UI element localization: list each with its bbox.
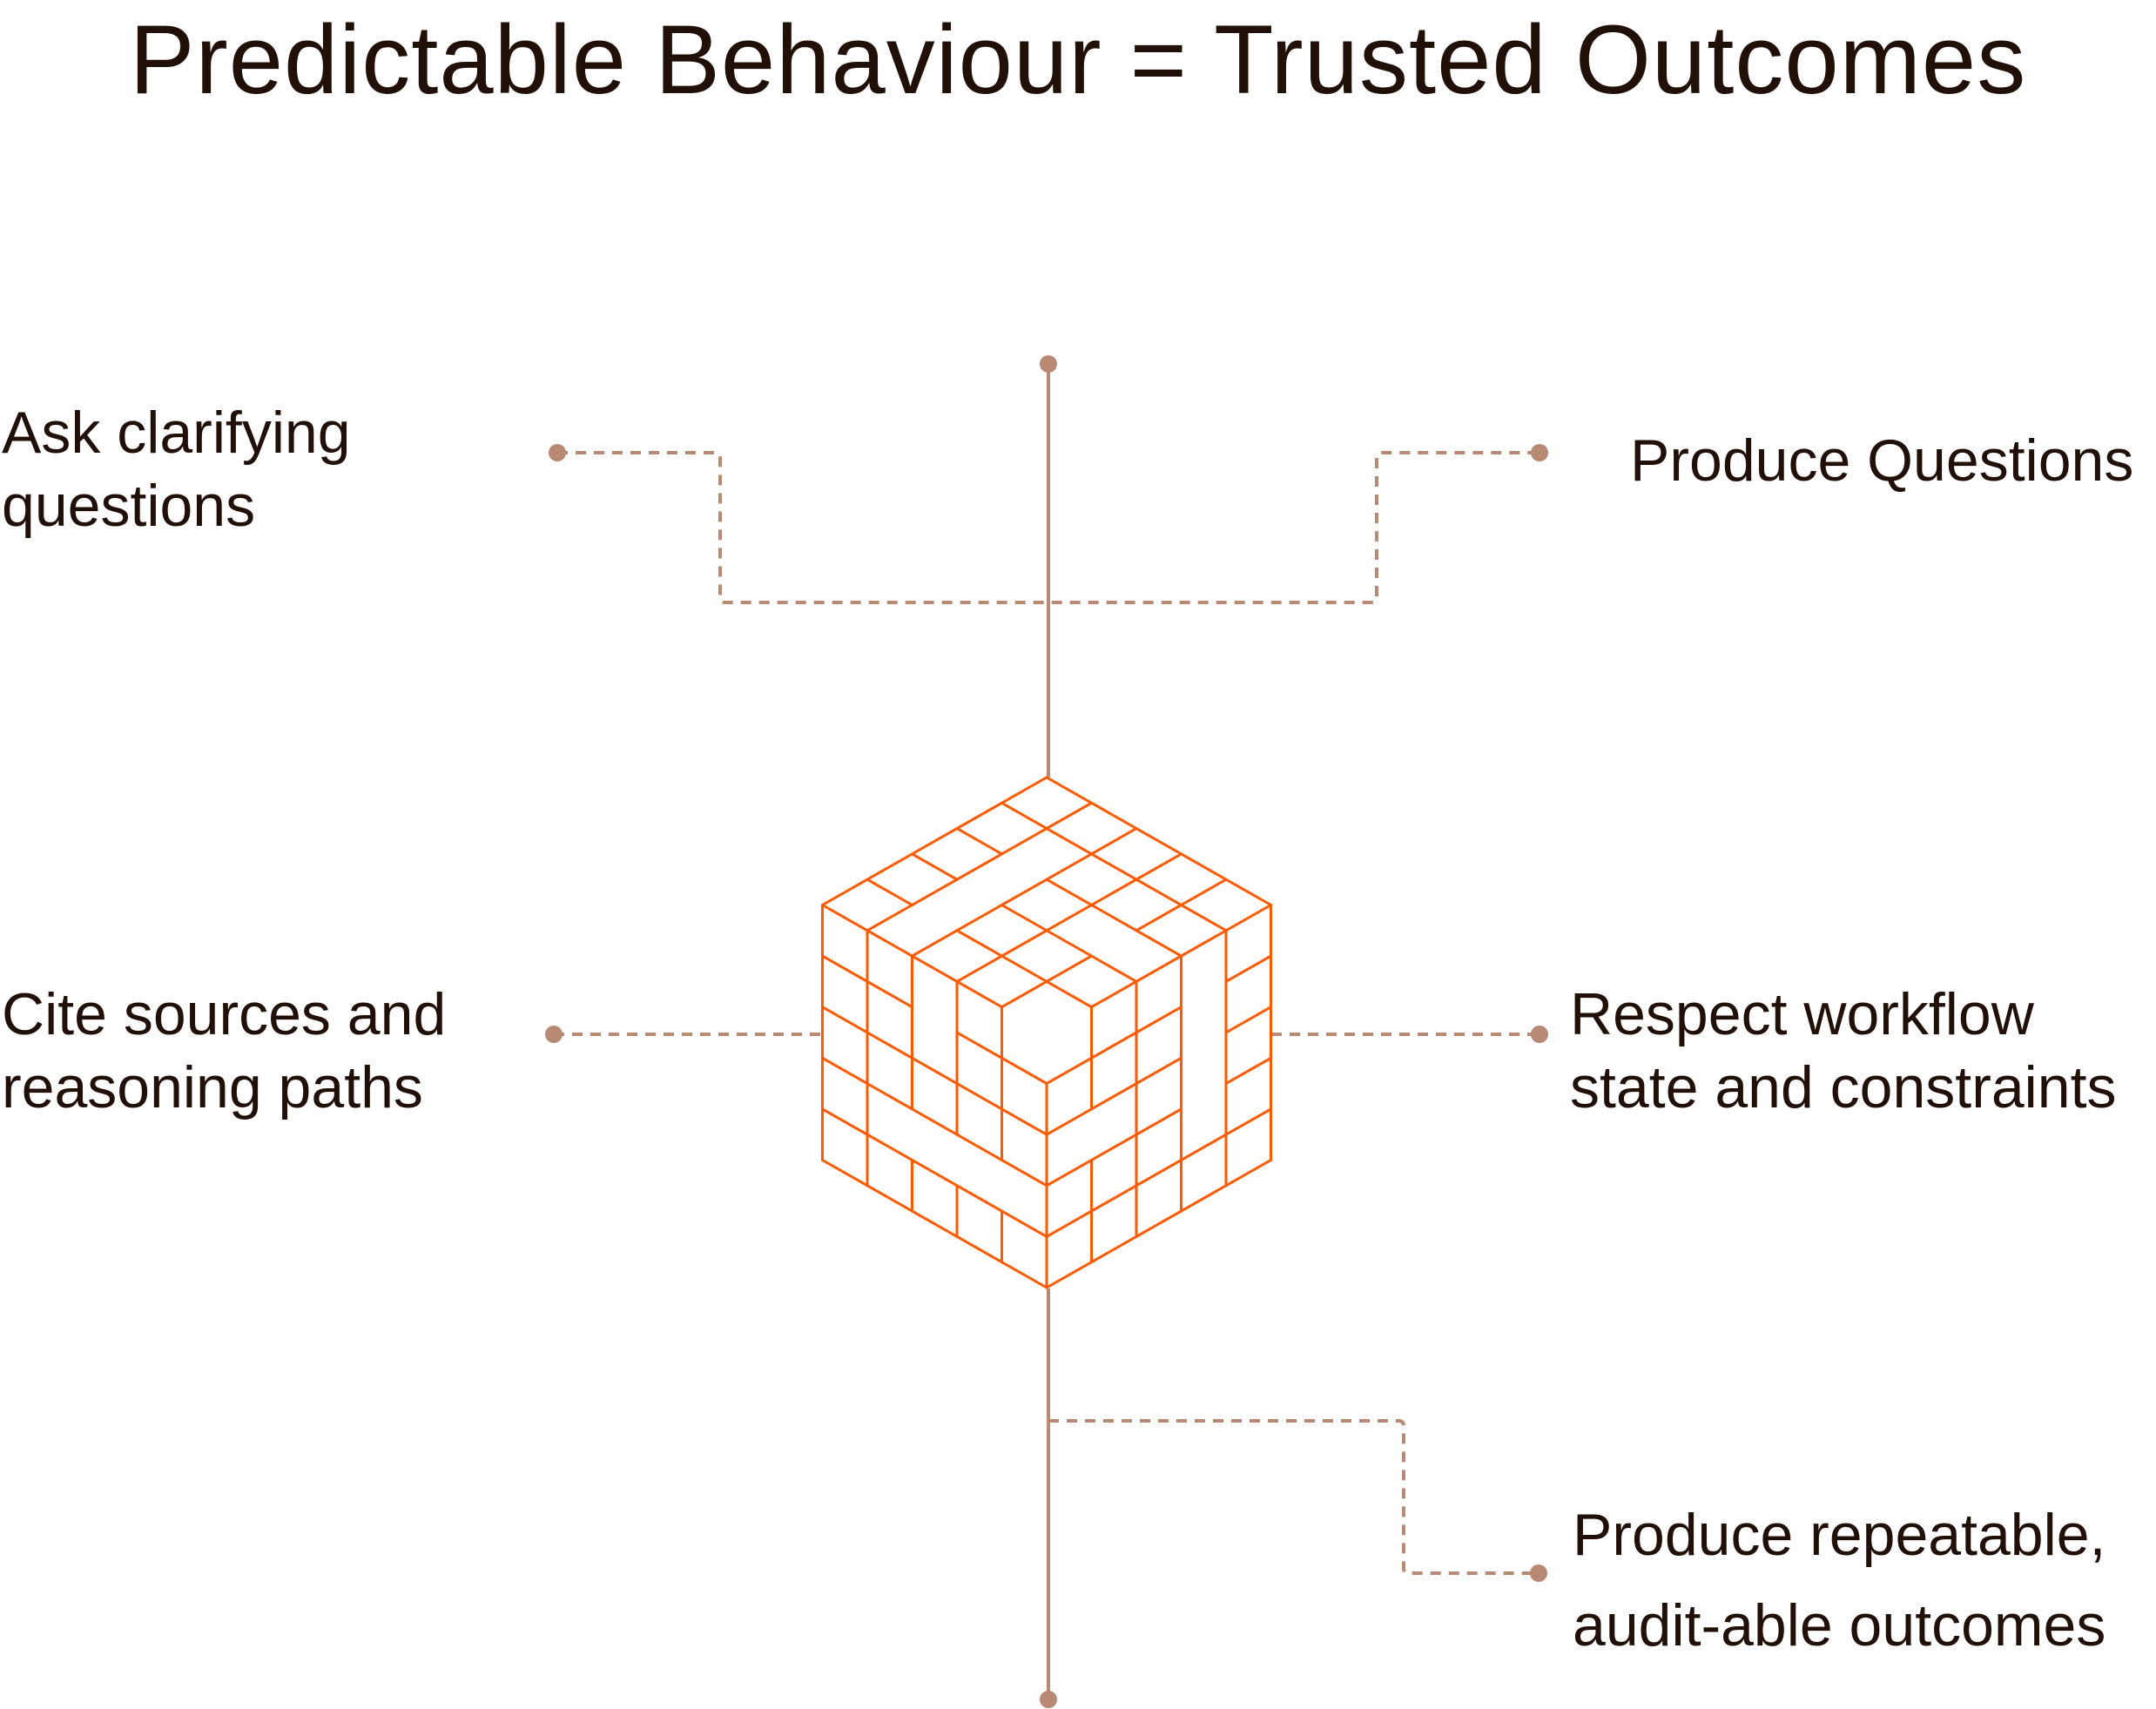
cube-edge bbox=[1045, 1107, 1182, 1188]
label-cite-sources: Cite sources and reasoning paths bbox=[2, 978, 446, 1124]
connector-lines bbox=[554, 364, 1540, 1699]
cite-sources-dot-icon bbox=[545, 1026, 563, 1043]
ask-clarifying-dot-icon bbox=[549, 444, 566, 461]
label-produce-questions-line1: Produce Questions bbox=[1630, 427, 2134, 494]
cube-edge bbox=[866, 878, 913, 906]
cube-edge bbox=[911, 827, 1138, 958]
label-ask-clarifying: Ask clarifying questions bbox=[2, 396, 351, 542]
label-produce-questions: Produce Questions bbox=[1630, 424, 2133, 497]
cube-edge bbox=[1045, 878, 1182, 958]
cube-edge bbox=[955, 827, 1003, 856]
cube-edge bbox=[1001, 801, 1228, 932]
cube-edge bbox=[821, 1056, 1048, 1188]
diagram-title: Predictable Behaviour = Trusted Outcomes bbox=[129, 5, 2027, 114]
cube-edge bbox=[1045, 1056, 1182, 1136]
cube-edge bbox=[1045, 1159, 1272, 1289]
cube-edge bbox=[1001, 904, 1138, 983]
label-produce-repeatable-line2: audit-able outcomes bbox=[1573, 1592, 2106, 1659]
respect-workflow-dot-icon bbox=[1531, 1026, 1548, 1043]
cube-edge bbox=[866, 801, 1093, 932]
label-produce-repeatable: Produce repeatable, audit-able outcomes bbox=[1573, 1490, 2105, 1671]
label-cite-sources-line2: reasoning paths bbox=[2, 1054, 423, 1120]
cube-edge bbox=[821, 1107, 1048, 1238]
cube-edge bbox=[955, 1031, 1048, 1086]
cube-edge bbox=[821, 1159, 1048, 1289]
cube-edge bbox=[1045, 1006, 1182, 1086]
label-respect-workflow-line2: state and constraints bbox=[1570, 1054, 2117, 1120]
cube-edge bbox=[1045, 1107, 1272, 1238]
produce-questions-dot-icon bbox=[1531, 444, 1548, 461]
spine-bottom-dot-icon bbox=[1040, 1691, 1057, 1708]
produce-repeatable-dot-icon bbox=[1530, 1564, 1547, 1582]
cube-edge bbox=[1045, 776, 1272, 906]
bottom-bracket-connector bbox=[1048, 1419, 1539, 1575]
label-respect-workflow: Respect workflow state and constraints bbox=[1570, 978, 2116, 1124]
cube-edge bbox=[821, 1006, 1048, 1136]
cube-edge bbox=[821, 954, 913, 1009]
cube-edge bbox=[911, 852, 959, 881]
cube-edge bbox=[955, 852, 1182, 983]
cube-edge bbox=[1224, 954, 1272, 983]
cube-edge bbox=[955, 929, 1093, 1009]
label-respect-workflow-line1: Respect workflow bbox=[1570, 981, 2034, 1047]
cube-edge bbox=[821, 776, 1048, 906]
label-ask-clarifying-line2: questions bbox=[2, 473, 256, 539]
isometric-cube-icon bbox=[821, 776, 1272, 1289]
label-ask-clarifying-line1: Ask clarifying bbox=[2, 400, 351, 466]
label-produce-repeatable-line1: Produce repeatable, bbox=[1573, 1502, 2106, 1568]
spine-top-dot-icon bbox=[1040, 355, 1057, 373]
cube-edge bbox=[1001, 954, 1093, 1009]
label-cite-sources-line1: Cite sources and bbox=[2, 981, 447, 1047]
cube-edge bbox=[1224, 1056, 1272, 1086]
cube-edge bbox=[1224, 1006, 1272, 1034]
cube-edge bbox=[1135, 878, 1228, 932]
connector-dots bbox=[545, 355, 1548, 1708]
